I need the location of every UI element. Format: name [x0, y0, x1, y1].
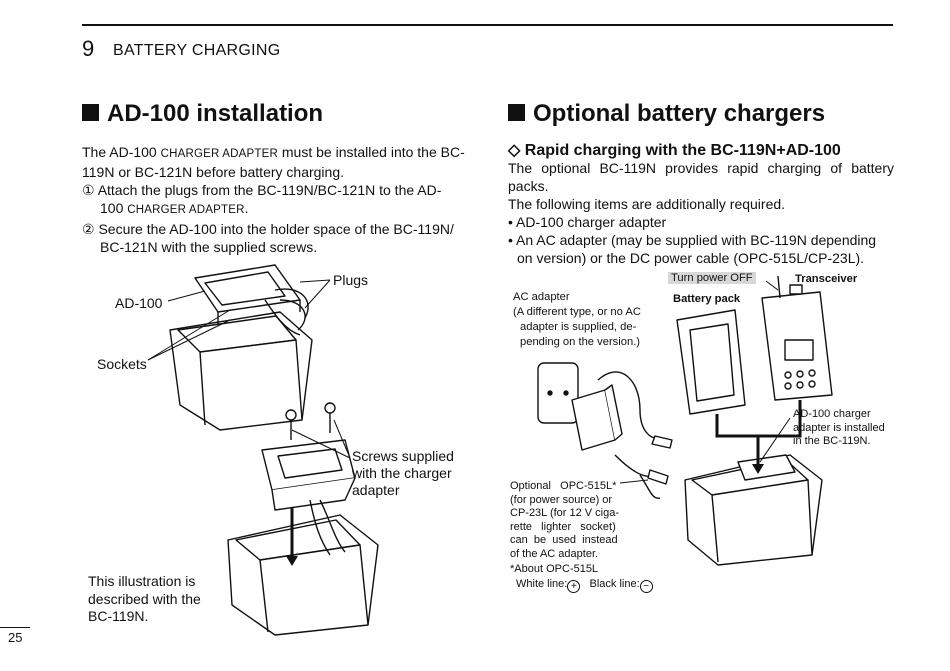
label-plugs: Plugs	[333, 272, 369, 288]
right-bullet-2: • An AC adapter (may be supplied with BC…	[508, 232, 877, 266]
right-subtitle: ◇ Rapid charging with the BC-119N+AD-100	[508, 142, 841, 159]
minus-icon: −	[639, 580, 653, 593]
chapter-title: BATTERY CHARGING	[113, 42, 281, 59]
left-step-2: ② Secure the AD-100 into the holder spac…	[82, 221, 454, 255]
right-para-2: The following items are additionally req…	[508, 196, 786, 212]
plus-icon: +	[567, 580, 581, 593]
label-screws: Screws supplied with the charger adapter	[352, 448, 454, 498]
page-corner-rule	[0, 627, 30, 628]
about-opc-note: *About OPC-515L	[510, 563, 599, 575]
ad100-installed-note: AD-100 charger adapter is installed in t…	[793, 408, 885, 448]
label-transceiver: Transceiver	[795, 273, 858, 285]
line-polarity-legend: White line:+ Black line:−	[516, 578, 653, 593]
label-battery-pack: Battery pack	[673, 293, 741, 305]
chapter-number: 9	[82, 36, 95, 61]
right-para-1: The optional BC-119N provides rapid char…	[508, 160, 894, 194]
illustration-note: This illustration is described with the …	[88, 573, 201, 624]
square-bullet-icon	[82, 104, 99, 121]
right-section-title: Optional battery chargers	[508, 100, 825, 128]
square-bullet-icon	[508, 104, 525, 121]
label-sockets: Sockets	[97, 356, 147, 372]
left-intro: The AD-100 CHARGER ADAPTER must be insta…	[82, 144, 465, 180]
turn-power-off-label: Turn power OFF	[668, 271, 756, 286]
left-section-title: AD-100 installation	[82, 100, 323, 128]
header-rule	[82, 24, 893, 26]
ac-adapter-note: AC adapter (A different type, or no AC a…	[513, 291, 641, 348]
label-ad100: AD-100	[115, 295, 163, 311]
optional-cable-note: Optional OPC-515L* (for power source) or…	[510, 480, 620, 560]
diamond-icon: ◇	[508, 142, 521, 159]
left-step-1: ① Attach the plugs from the BC-119N/BC-1…	[82, 182, 442, 216]
right-bullet-1: • AD-100 charger adapter	[508, 214, 667, 230]
page-number: 25	[8, 630, 23, 645]
